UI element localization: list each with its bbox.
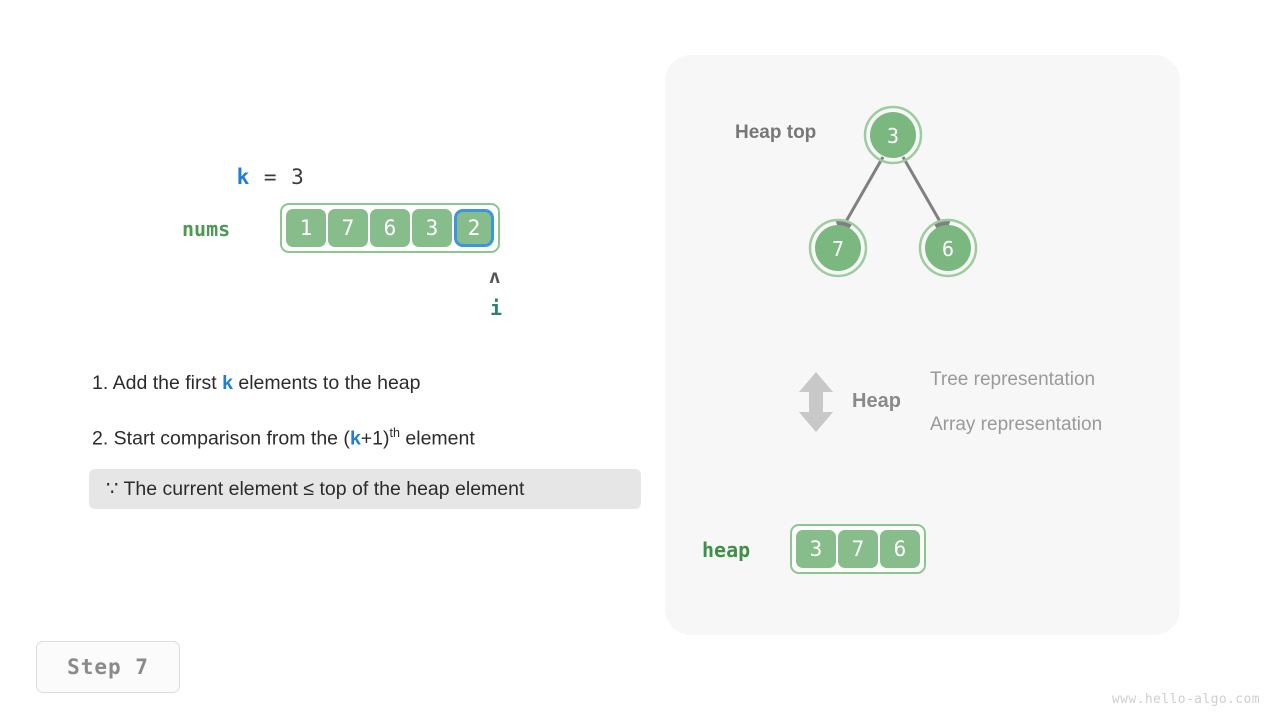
k-variable: k xyxy=(236,165,251,189)
instruction-2-superscript: th xyxy=(389,426,400,440)
heap-array-label: heap xyxy=(702,538,751,562)
tree-node-right-value: 6 xyxy=(942,237,954,261)
k-value: 3 xyxy=(291,165,305,189)
instruction-1-prefix: 1. Add the first xyxy=(92,372,223,394)
reason-callout: ∵ The current element ≤ top of the heap … xyxy=(89,469,641,509)
heap-tree-diagram: 3 7 6 xyxy=(808,105,978,278)
instruction-2-suffix: element xyxy=(399,427,475,450)
instruction-1-variable: k xyxy=(222,372,233,394)
instruction-line-1: 1. Add the first k elements to the heap xyxy=(92,372,420,395)
tree-node-root[interactable]: 3 xyxy=(863,105,923,165)
nums-cell[interactable]: 1 xyxy=(286,209,326,247)
nums-cell[interactable]: 6 xyxy=(370,209,410,247)
reason-text: ∵ The current element ≤ top of the heap … xyxy=(106,478,525,500)
heap-cell[interactable]: 3 xyxy=(796,530,836,568)
instruction-2-mid: +1) xyxy=(360,427,390,450)
heap-cell[interactable]: 6 xyxy=(880,530,920,568)
tree-node-right[interactable]: 6 xyxy=(918,218,978,278)
nums-cell[interactable]: 3 xyxy=(412,209,452,247)
legend-heap-title: Heap xyxy=(852,390,901,412)
legend-tree-representation: Tree representation xyxy=(930,369,1096,390)
nums-cell-highlighted[interactable]: 2 xyxy=(454,209,494,247)
legend-array-representation: Array representation xyxy=(930,414,1103,435)
pointer-label-i: i xyxy=(490,296,503,320)
instruction-2-prefix: 2. Start comparison from the ( xyxy=(92,427,350,450)
heap-cell[interactable]: 7 xyxy=(838,530,878,568)
tree-node-left[interactable]: 7 xyxy=(808,218,868,278)
tree-node-left-value: 7 xyxy=(832,237,844,261)
nums-label: nums xyxy=(182,217,231,241)
k-assignment: k = 3 xyxy=(182,141,305,213)
nums-array: 1 7 6 3 2 xyxy=(280,203,500,253)
up-down-arrow-icon xyxy=(799,372,833,432)
tree-node-root-value: 3 xyxy=(887,124,899,148)
heap-array: 3 7 6 xyxy=(790,524,926,574)
left-pane: k = 3 nums 1 7 6 3 2 ʌ i 1. Add the firs… xyxy=(36,141,641,693)
step-badge: Step 7 xyxy=(36,641,180,693)
pointer-caret-icon: ʌ xyxy=(489,266,501,288)
k-operator: = xyxy=(250,165,292,189)
instruction-2-variable: k xyxy=(349,427,361,450)
instruction-line-2: 2. Start comparison from the (k+1)th ele… xyxy=(92,426,475,451)
watermark: www.hello-algo.com xyxy=(1111,692,1260,707)
instruction-1-suffix: elements to the heap xyxy=(232,372,421,394)
heap-top-label: Heap top xyxy=(735,122,817,143)
nums-cell[interactable]: 7 xyxy=(328,209,368,247)
